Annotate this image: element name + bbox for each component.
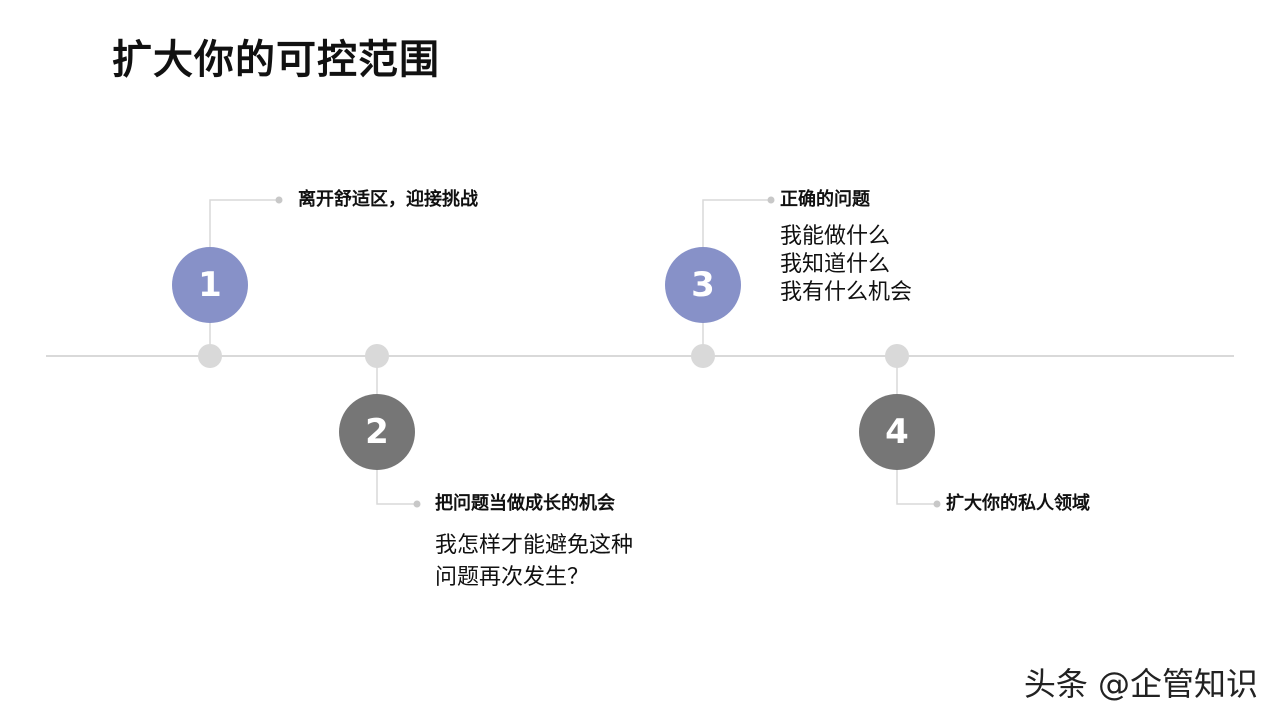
step-3-line-2: 我知道什么 <box>780 252 891 277</box>
step-2-connector-dot <box>413 500 421 508</box>
step-3-number-badge: 3 <box>665 247 741 323</box>
step-1-heading: 离开舒适区，迎接挑战 <box>298 189 478 210</box>
step-4-connector-dot <box>933 500 941 508</box>
timeline-node-1 <box>198 344 222 368</box>
slide-title: 扩大你的可控范围 <box>112 37 440 83</box>
timeline-node-4 <box>885 344 909 368</box>
watermark-text: 头条 @企管知识 <box>1023 665 1258 703</box>
step-2-number-badge: 2 <box>339 394 415 470</box>
step-3-heading: 正确的问题 <box>780 189 870 210</box>
step-2-heading: 把问题当做成长的机会 <box>435 493 615 514</box>
step-3-line-1: 我能做什么 <box>780 224 891 249</box>
timeline-node-3 <box>691 344 715 368</box>
step-1-connector-dot <box>275 196 283 204</box>
step-2-line-1: 我怎样才能避免这种 <box>435 533 634 558</box>
step-3-line-3: 我有什么机会 <box>780 280 913 305</box>
timeline-node-2 <box>365 344 389 368</box>
step-3-connector-dot <box>767 196 775 204</box>
step-3-description: 我能做什么 我知道什么 我有什么机会 <box>780 223 912 307</box>
step-2-line-2: 问题再次发生？ <box>435 565 590 590</box>
step-1-number-badge: 1 <box>172 247 248 323</box>
step-4-number-badge: 4 <box>859 394 935 470</box>
step-2-description: 我怎样才能避免这种 问题再次发生？ <box>435 530 633 594</box>
step-4-heading: 扩大你的私人领域 <box>946 493 1090 514</box>
